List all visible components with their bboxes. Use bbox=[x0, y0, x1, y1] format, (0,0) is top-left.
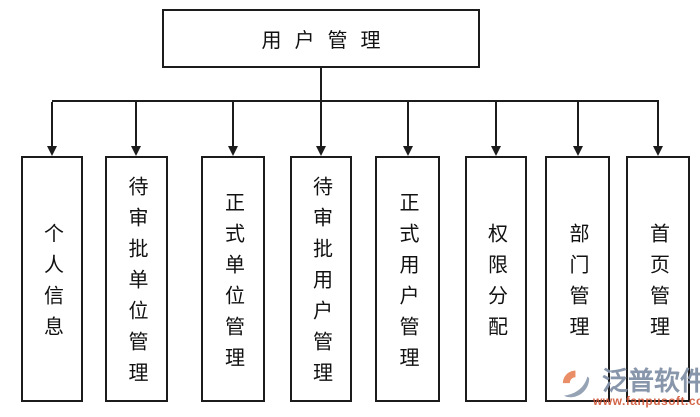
diagram-node-pending-unit-management: 待审批单位管理 bbox=[105, 156, 168, 402]
diagram-node-permission-assignment: 权限分配 bbox=[465, 156, 527, 402]
arrow-head-icon bbox=[403, 146, 413, 156]
arrow-head-icon bbox=[131, 146, 141, 156]
node-label: 正式用户管理 bbox=[396, 191, 418, 378]
node-label: 部门管理 bbox=[566, 222, 588, 347]
connector-arrow-1 bbox=[47, 102, 57, 156]
node-label: 正式单位管理 bbox=[221, 191, 244, 378]
connector-arrow-4 bbox=[316, 102, 326, 156]
connector-arrow-8 bbox=[653, 102, 663, 156]
connector-root-stem bbox=[320, 68, 322, 102]
diagram-node-homepage-management: 首页管理 bbox=[626, 156, 690, 402]
arrow-stem bbox=[657, 102, 659, 147]
arrow-stem bbox=[320, 102, 322, 147]
arrow-head-icon bbox=[491, 146, 501, 156]
diagram-root-node: 用户管理 bbox=[162, 9, 480, 68]
connector-arrow-7 bbox=[573, 102, 583, 156]
arrow-stem bbox=[232, 102, 234, 147]
arrow-stem bbox=[135, 102, 137, 147]
arrow-stem bbox=[577, 102, 579, 147]
diagram-node-pending-user-management: 待审批用户管理 bbox=[290, 156, 352, 402]
arrow-head-icon bbox=[316, 146, 326, 156]
root-node-label: 用户管理 bbox=[261, 30, 394, 52]
arrow-stem bbox=[407, 102, 409, 147]
diagram-node-personal-info: 个人信息 bbox=[21, 156, 83, 402]
connector-bus-line bbox=[52, 100, 659, 102]
arrow-stem bbox=[495, 102, 497, 147]
arrow-head-icon bbox=[228, 146, 238, 156]
connector-arrow-5 bbox=[403, 102, 413, 156]
diagram-node-department-management: 部门管理 bbox=[545, 156, 610, 402]
node-label: 首页管理 bbox=[646, 222, 669, 347]
diagram-node-formal-unit-management: 正式单位管理 bbox=[201, 156, 265, 402]
connector-arrow-6 bbox=[491, 102, 501, 156]
node-label: 个人信息 bbox=[40, 222, 63, 347]
arrow-head-icon bbox=[47, 146, 57, 156]
arrow-stem bbox=[51, 102, 53, 147]
arrow-head-icon bbox=[573, 146, 583, 156]
connector-arrow-3 bbox=[228, 102, 238, 156]
node-label: 待审批用户管理 bbox=[309, 176, 332, 393]
arrow-head-icon bbox=[653, 146, 663, 156]
connector-arrow-2 bbox=[131, 102, 141, 156]
node-label: 待审批单位管理 bbox=[125, 176, 147, 393]
diagram-node-formal-user-management: 正式用户管理 bbox=[375, 156, 440, 402]
node-label: 权限分配 bbox=[484, 222, 507, 347]
